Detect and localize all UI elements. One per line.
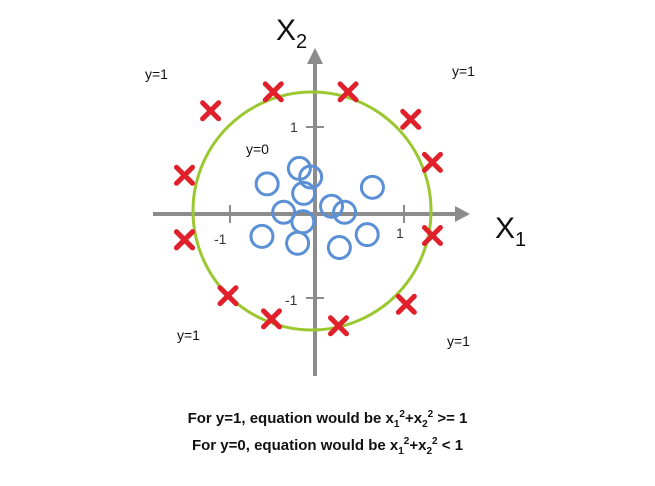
class-0-point (319, 193, 345, 219)
region-label-top-right: y=1 (452, 63, 475, 79)
tick-label-x-neg: -1 (214, 231, 227, 247)
class-1-point (337, 81, 359, 103)
tick-label-y-neg: -1 (285, 292, 298, 308)
region-label-bottom-left: y=1 (177, 327, 200, 343)
class-1-point (174, 229, 195, 251)
caption-line-1: For y=1, equation would be x12+x22 >= 1 (187, 409, 468, 430)
region-label-bottom-right: y=1 (447, 333, 470, 349)
axis-x-label: X1 (495, 212, 526, 251)
class-0-point (359, 174, 385, 200)
x-axis-arrow-icon (455, 206, 470, 222)
tick-label-x-pos: 1 (396, 225, 404, 241)
class-1-point (174, 164, 195, 186)
class-0-point (354, 222, 380, 248)
class-1-point (421, 225, 443, 246)
class-0-point (326, 235, 352, 261)
region-label-top-left: y=1 (145, 66, 168, 82)
class-1-point (395, 293, 417, 315)
inner-label: y=0 (246, 141, 269, 157)
caption-line-2: For y=0, equation would be x12+x22 < 1 (191, 436, 464, 457)
class-1-point (400, 108, 422, 130)
class-1-point (327, 315, 349, 337)
class-1-point (200, 100, 222, 122)
class-1-point (262, 81, 284, 103)
class-0-point (254, 171, 280, 197)
tick-label-y-pos: 1 (290, 119, 298, 135)
class-1-point (217, 285, 239, 307)
class-0-point (249, 223, 275, 249)
class-0-point (298, 164, 324, 190)
class-0-point (332, 199, 358, 225)
class-1-point (421, 151, 443, 173)
class-1-point (261, 308, 282, 330)
y-axis-arrow-icon (307, 48, 323, 64)
decision-boundary-circle (191, 90, 433, 332)
class-0-point (291, 180, 317, 206)
axis-y-label: X2 (276, 14, 307, 53)
class-0-point (285, 230, 311, 256)
